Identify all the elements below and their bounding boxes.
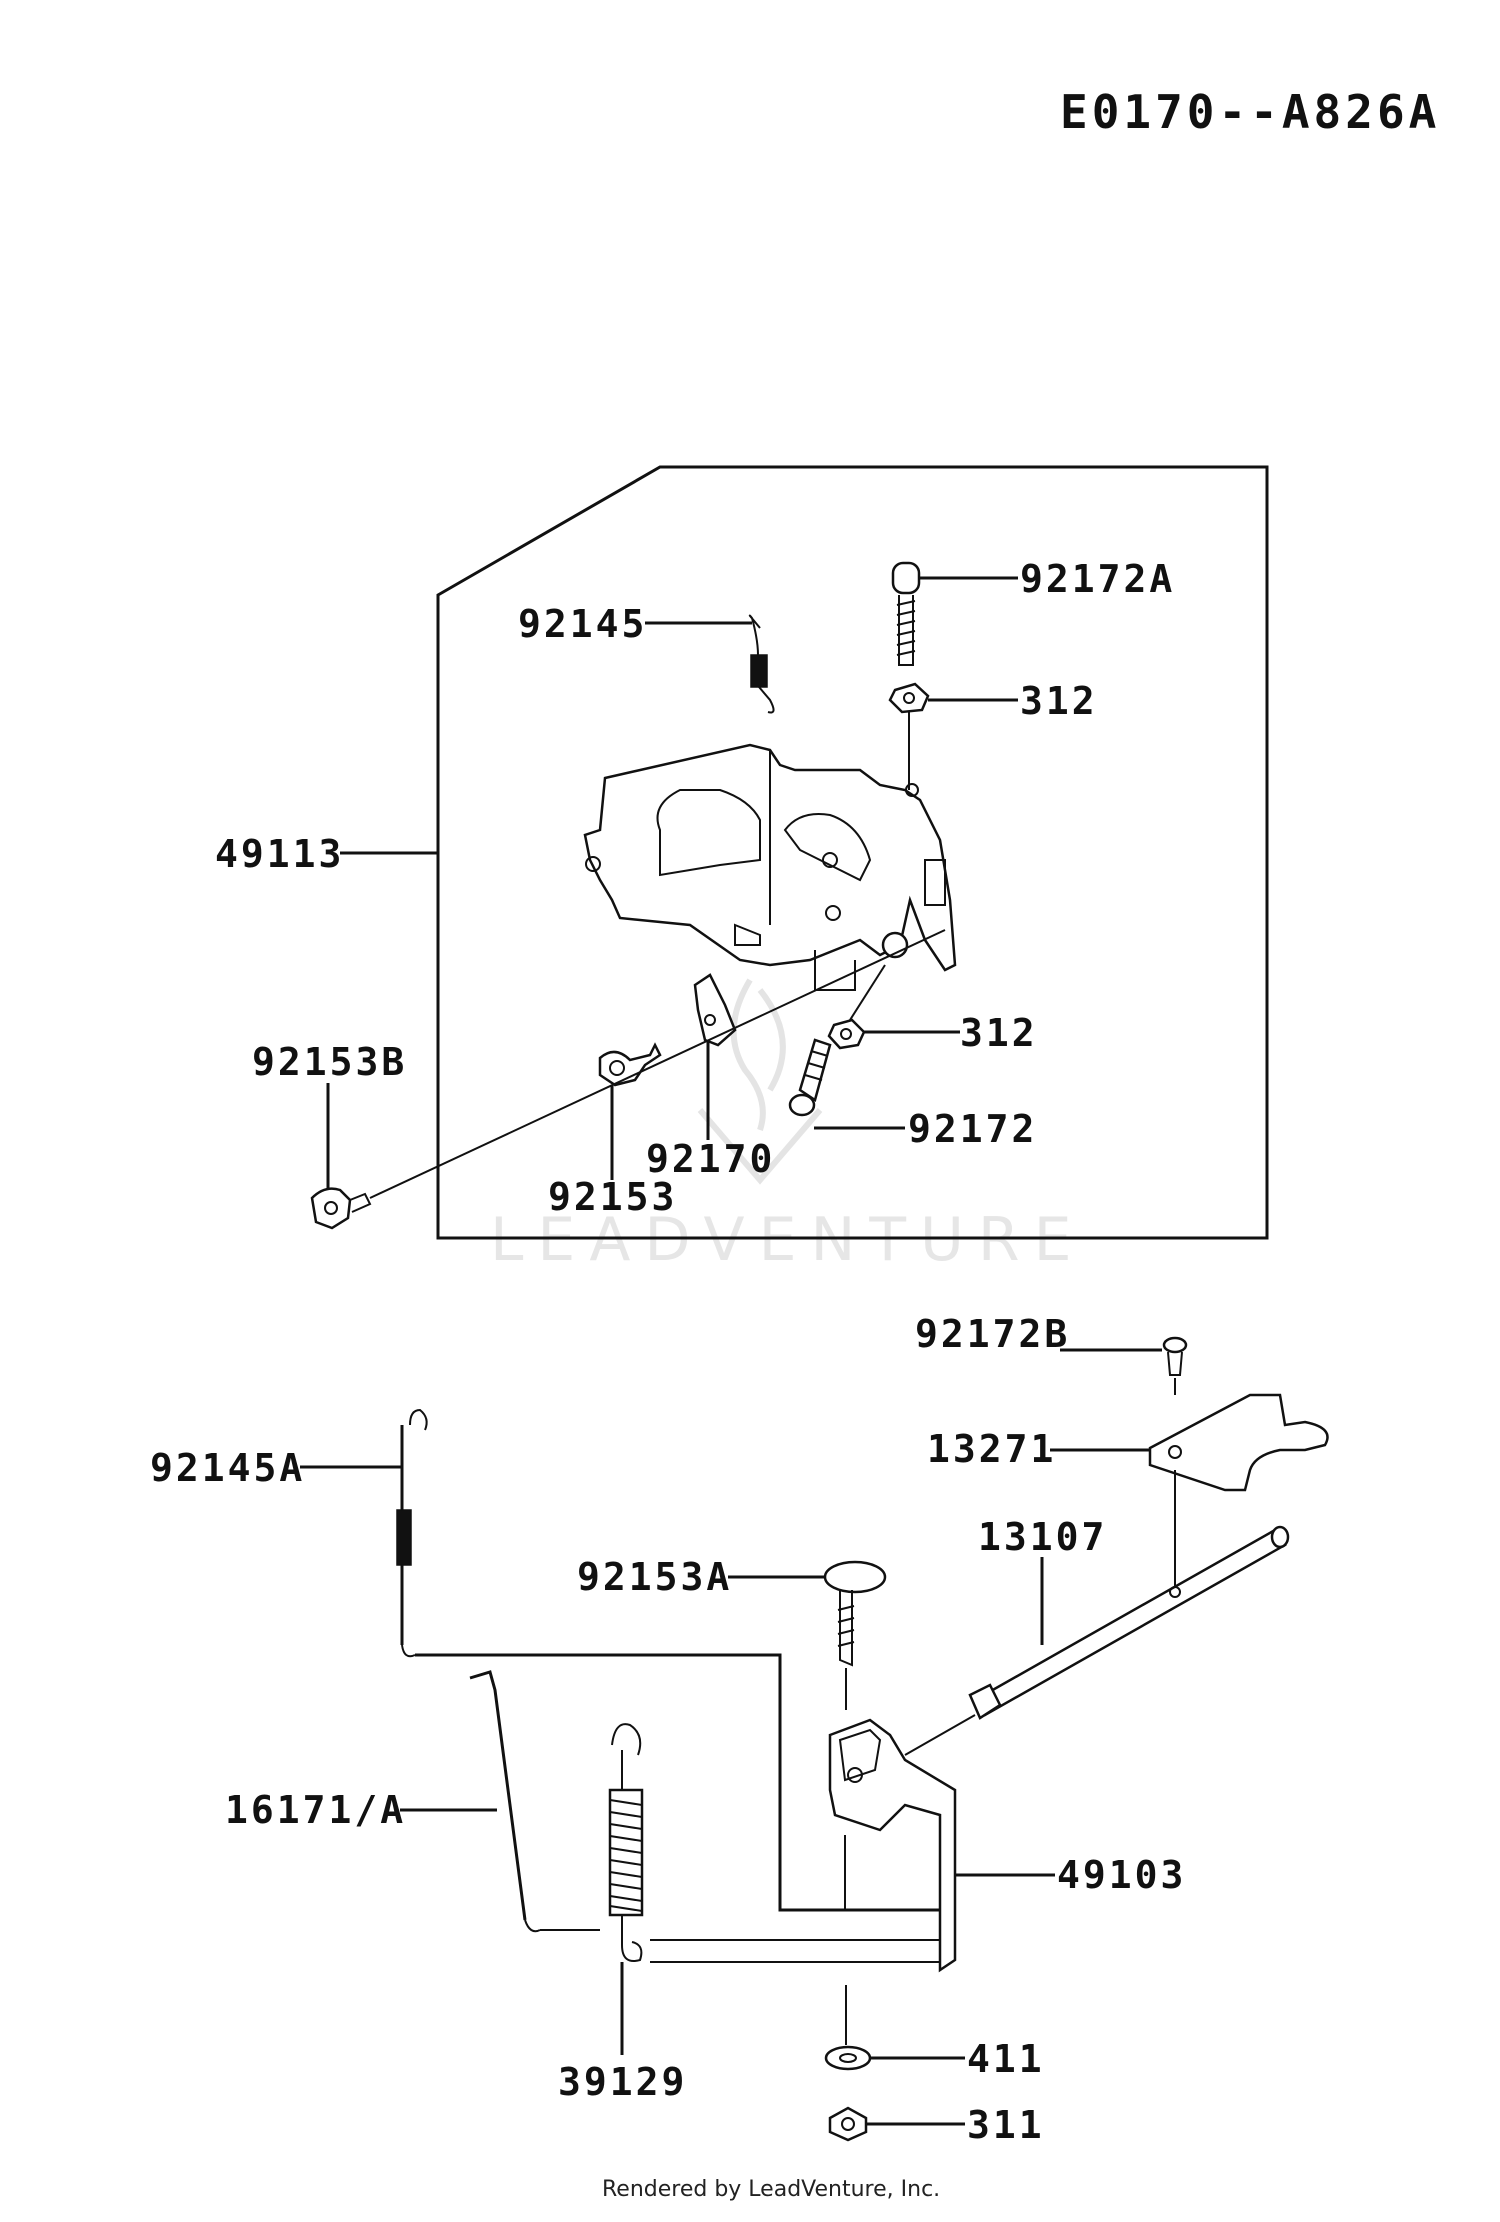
part-rod-16171A	[469, 1670, 600, 1933]
callout-label-312-top: 312	[1020, 679, 1098, 723]
callout-92153B: 92153B	[252, 1040, 407, 1190]
part-clip-92170	[693, 973, 737, 1047]
callout-label-16171A: 16171/A	[225, 1788, 406, 1832]
alignment-line-92153B	[369, 929, 946, 1199]
watermark-text: LEADVENTURE	[490, 1205, 1086, 1275]
callout-label-13271: 13271	[927, 1427, 1056, 1471]
callout-92172A: 92172A	[919, 557, 1175, 601]
callout-92172B: 92172B	[915, 1312, 1162, 1356]
part-bolt-92153A	[823, 1560, 887, 1710]
callout-49103: 49103	[955, 1853, 1186, 1897]
callout-411: 411	[870, 2037, 1045, 2081]
callout-92145A: 92145A	[150, 1446, 402, 1490]
part-screw-92172B	[1162, 1336, 1188, 1395]
callout-label-49103: 49103	[1057, 1853, 1186, 1897]
callout-label-92172: 92172	[908, 1107, 1037, 1151]
callout-label-92153A: 92153A	[577, 1555, 732, 1599]
callout-92145: 92145	[518, 602, 752, 646]
part-shaft-13107	[904, 1525, 1290, 1756]
part-nut-312-top	[888, 682, 930, 790]
callout-92170: 92170	[646, 1040, 775, 1181]
callout-label-92172B: 92172B	[915, 1312, 1070, 1356]
callout-label-92145: 92145	[518, 602, 647, 646]
part-nut-311	[828, 2106, 868, 2142]
part-spring-92145	[748, 614, 775, 714]
part-bracket-49113	[583, 743, 957, 991]
part-lever-49103	[828, 1718, 957, 2045]
part-spring-92145A	[396, 1408, 950, 1912]
callout-311: 311	[866, 2103, 1045, 2147]
callout-label-92172A: 92172A	[1020, 557, 1175, 601]
callout-13107: 13107	[978, 1515, 1107, 1645]
callout-13271: 13271	[927, 1427, 1150, 1471]
part-screw-92172A	[891, 561, 921, 666]
callout-label-13107: 13107	[978, 1515, 1107, 1559]
part-plate-13271	[1148, 1393, 1329, 1595]
callout-39129: 39129	[558, 1962, 687, 2104]
callout-92153A: 92153A	[577, 1555, 826, 1599]
callout-label-92153B: 92153B	[252, 1040, 407, 1084]
part-spring-39129	[608, 1723, 950, 1963]
callout-label-92153: 92153	[548, 1175, 677, 1219]
callout-label-411: 411	[967, 2037, 1045, 2081]
watermark-logo-icon	[697, 978, 823, 1185]
callout-49113: 49113	[215, 832, 438, 876]
callout-16171A: 16171/A	[225, 1788, 497, 1832]
part-bolt-92153	[598, 1042, 662, 1087]
part-bolt-92153B	[310, 1187, 372, 1230]
callout-label-92170: 92170	[646, 1137, 775, 1181]
callout-92153: 92153	[548, 1085, 677, 1219]
callout-label-312-mid: 312	[960, 1011, 1038, 1055]
callout-label-39129: 39129	[558, 2060, 687, 2104]
callout-312-mid: 312	[864, 1011, 1038, 1055]
part-nut-312-mid	[827, 964, 886, 1050]
callout-312-top: 312	[928, 679, 1098, 723]
assembly-box-49113	[436, 465, 1269, 1240]
callout-label-311: 311	[967, 2103, 1045, 2147]
callout-92172: 92172	[814, 1107, 1037, 1151]
callout-label-49113: 49113	[215, 832, 344, 876]
diagram-code: E0170--A826A	[1060, 85, 1440, 139]
part-washer-411	[824, 2045, 872, 2071]
footer-credit: Rendered by LeadVenture, Inc.	[602, 2177, 940, 2202]
callout-label-92145A: 92145A	[150, 1446, 305, 1490]
